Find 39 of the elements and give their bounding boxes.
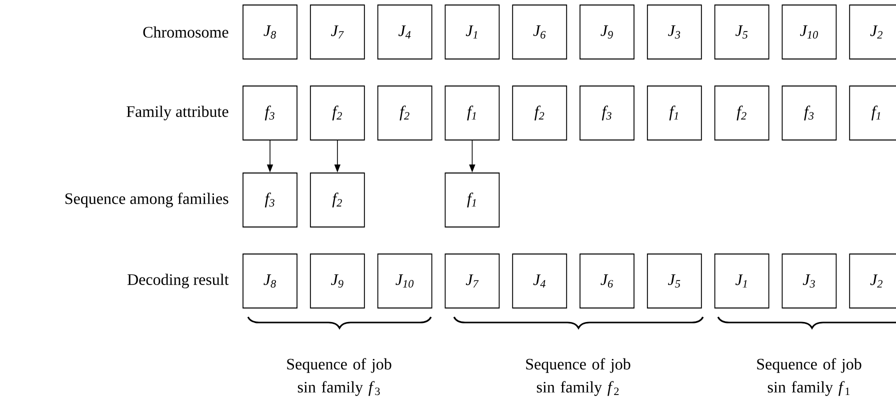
job-box: J$_{4}$ xyxy=(512,254,568,308)
job-box: J$_{7}$ xyxy=(310,4,365,60)
job-box: J$_{2}$ xyxy=(849,254,896,308)
job-box: f$_{2}$ xyxy=(310,172,365,228)
job-box: J$_{1}$ xyxy=(444,4,500,60)
job-box: J$_{10}$ xyxy=(782,4,837,60)
group-caption: Sequence of job sin family f$_{3}$ xyxy=(287,358,392,396)
job-box: J$_{3}$ xyxy=(646,4,702,60)
row-label: Chromosome xyxy=(143,26,228,38)
job-box: J$_{7}$ xyxy=(444,254,500,308)
job-box: J$_{2}$ xyxy=(849,4,896,60)
job-box: J$_{9}$ xyxy=(310,254,365,308)
job-box: J$_{5}$ xyxy=(646,254,702,308)
job-box: f$_{2}$ xyxy=(714,86,770,140)
job-box: J$_{4}$ xyxy=(377,4,432,60)
job-box: f$_{2}$ xyxy=(512,86,568,140)
job-box: f$_{3}$ xyxy=(242,86,298,140)
job-box: f$_{3}$ xyxy=(242,172,298,228)
group-caption: Sequence of job sin family f$_{1}$ xyxy=(757,358,862,396)
job-box: J$_{6}$ xyxy=(580,254,634,308)
job-box: f$_{1}$ xyxy=(444,86,500,140)
job-box: J$_{1}$ xyxy=(714,254,770,308)
row-label: Family attribute xyxy=(126,106,228,120)
job-box: f$_{2}$ xyxy=(377,86,432,140)
job-box: f$_{1}$ xyxy=(849,86,896,140)
job-box: J$_{6}$ xyxy=(512,4,568,60)
row-label: Sequence among families xyxy=(65,192,228,208)
job-box: J$_{10}$ xyxy=(377,254,432,308)
job-box: J$_{8}$ xyxy=(242,4,298,60)
job-box: f$_{1}$ xyxy=(444,172,500,228)
job-box: f$_{3}$ xyxy=(782,86,837,140)
job-box: J$_{9}$ xyxy=(580,4,634,60)
job-box: J$_{8}$ xyxy=(242,254,298,308)
job-box: J$_{3}$ xyxy=(782,254,837,308)
job-box: f$_{2}$ xyxy=(310,86,365,140)
job-box: f$_{1}$ xyxy=(646,86,702,140)
job-box: J$_{5}$ xyxy=(714,4,770,60)
group-caption: Sequence of job sin family f$_{2}$ xyxy=(526,358,630,396)
job-box: f$_{3}$ xyxy=(580,86,634,140)
